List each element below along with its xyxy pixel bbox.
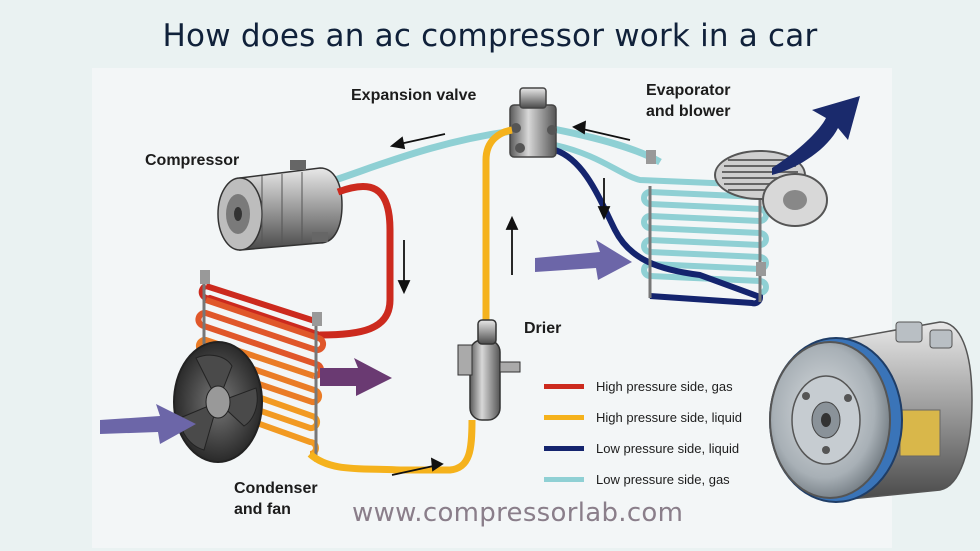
expansion-valve [509, 87, 557, 158]
legend: High pressure side, gas High pressure si… [544, 371, 742, 495]
legend-label: High pressure side, gas [596, 379, 733, 394]
label-condenser-line-2: and fan [234, 501, 291, 518]
condenser-air-in-arrow [100, 404, 196, 444]
label-compressor: Compressor [145, 152, 240, 169]
compressor-unit [217, 160, 343, 251]
label-condenser: Condenser and fan [234, 478, 318, 520]
condenser-air-out-arrow [320, 358, 392, 396]
legend-item: High pressure side, liquid [544, 402, 742, 433]
legend-item: Low pressure side, gas [544, 464, 742, 495]
legend-swatch [544, 415, 584, 420]
legend-label: High pressure side, liquid [596, 410, 742, 425]
label-drier: Drier [524, 320, 562, 337]
high-pressure-gas-line [319, 182, 394, 339]
legend-label: Low pressure side, gas [596, 472, 730, 487]
flow-arrows [389, 120, 631, 476]
legend-item: High pressure side, gas [544, 371, 742, 402]
label-evaporator-line-2: and blower [646, 103, 731, 120]
air-out-arrow [772, 96, 860, 175]
legend-swatch [544, 477, 584, 482]
condenser-fan [173, 341, 263, 463]
label-expansion-valve: Expansion valve [351, 87, 477, 104]
high-pressure-liquid-line-lower [307, 419, 476, 474]
label-condenser-line-1: Condenser [234, 480, 318, 497]
page-title: How does an ac compressor work in a car [162, 18, 818, 54]
legend-swatch [544, 446, 584, 451]
label-evaporator-line-1: Evaporator [646, 82, 731, 99]
air-in-arrow [535, 240, 632, 280]
website-url: www.compressorlab.com [352, 498, 684, 528]
label-evaporator: Evaporator and blower [646, 80, 730, 122]
high-pressure-liquid-line-upper [482, 126, 513, 320]
compressor-photo [769, 321, 973, 503]
legend-label: Low pressure side, liquid [596, 441, 740, 456]
drier [457, 319, 521, 421]
blower [714, 150, 828, 227]
legend-swatch [544, 384, 584, 389]
legend-item: Low pressure side, liquid [544, 433, 742, 464]
